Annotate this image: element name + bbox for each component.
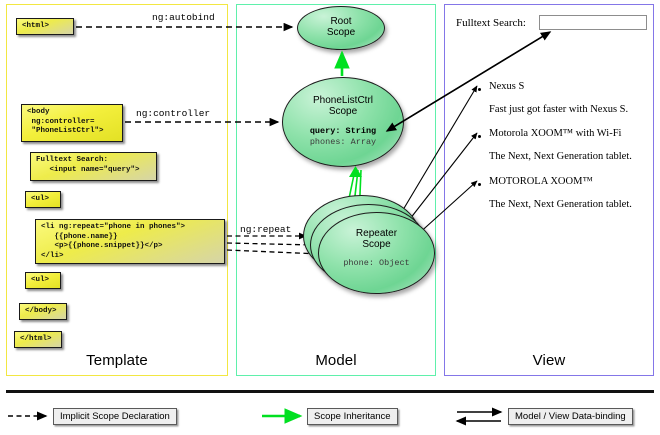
phonelistctrl-scope: PhoneListCtrl Scope query: String phones… [282,77,404,167]
phonelistctrl-scope-title-1: PhoneListCtrl [312,95,374,106]
search-box: Fulltext Search: <input name="query"> [30,152,157,181]
ul-open-box: <ul> [25,191,61,208]
repeater-scope: Repeater Scope phone: Object [318,212,435,294]
panel-view: View [444,4,654,376]
panel-view-label: View [532,352,566,369]
view-item-snippet-1: Fast just got faster with Nexus S. [489,104,629,115]
view-item-name-2: Motorola XOOM™ with Wi-Fi [489,128,622,139]
repeater-prop-phone-value: Object [379,258,410,268]
list-bullet-2 [478,135,481,138]
view-search-label: Fulltext Search: [456,17,526,29]
phonelistctrl-prop-query-key: query: [309,126,341,136]
li-repeat-box: <li ng:repeat="phone in phones"> {{phone… [35,219,225,264]
body-close-box: </body> [19,303,67,320]
panel-model-label: Model [315,352,357,369]
panel-model: Model [236,4,436,376]
view-item-snippet-3: The Next, Next Generation tablet. [489,199,632,210]
legend-scope-inheritance: Scope Inheritance [307,408,398,425]
root-scope: Root Scope [297,6,385,50]
body-box: <body ng:controller= "PhoneListCtrl"> [21,104,123,142]
root-scope-title-2: Scope [326,27,356,38]
html-close-box: </html> [14,331,62,348]
list-bullet-1 [478,88,481,91]
view-item-snippet-2: The Next, Next Generation tablet. [489,151,632,162]
phonelistctrl-prop-query-value: String [345,126,377,136]
phonelistctrl-prop-phones-value: Array [350,136,377,147]
legend-divider [6,390,654,393]
legend-data-binding: Model / View Data-binding [508,408,633,425]
root-scope-title-1: Root [330,16,352,27]
view-item-name-1: Nexus S [489,81,525,92]
list-bullet-3 [478,183,481,186]
repeater-scope-title-1: Repeater [355,228,398,239]
ul-close-box: <ul> [25,272,61,289]
repeater-prop-phone-key: phone: [343,258,374,268]
phonelistctrl-prop-phones-key: phones: [309,136,346,147]
legend-implicit-scope: Implicit Scope Declaration [53,408,177,425]
repeater-scope-title-2: Scope [362,239,391,250]
view-search-input[interactable] [539,15,647,30]
html-open-box: <html> [16,18,74,35]
panel-template: Template [6,4,228,376]
view-item-name-3: MOTOROLA XOOM™ [489,176,593,187]
panel-template-label: Template [86,352,148,369]
phonelistctrl-scope-title-2: Scope [328,106,358,117]
